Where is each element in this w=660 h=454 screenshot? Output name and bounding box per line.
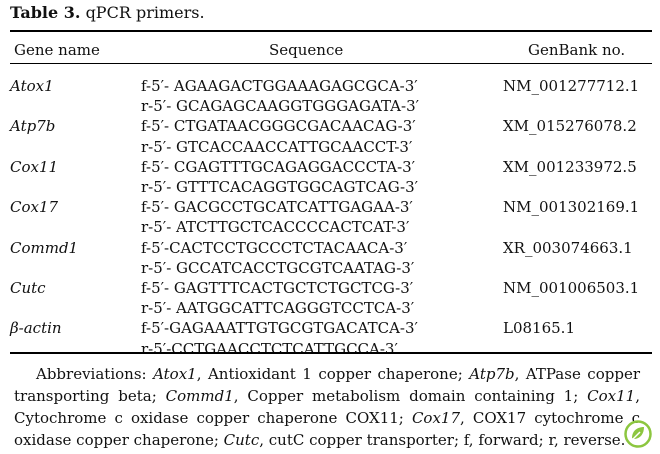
table-row: r-5′- GTCACCAACCATTGCAACCT-3′ xyxy=(10,137,653,157)
table-row: β-actin f-5′-GAGAAATTGTGCGTGACATCA-3′ L081… xyxy=(10,318,653,338)
abbr-term: Atp7b xyxy=(469,365,515,383)
reverse-primer: r-5′- ATCTTGCTCACCCCACTCAT-3′ xyxy=(141,218,410,237)
header-rule xyxy=(10,63,652,64)
empty-cell xyxy=(503,258,653,278)
table-row: r-5′- GCCATCACCTGCGTCAATAG-3′ xyxy=(10,258,653,278)
forward-primer: f-5′- CTGATAACGGGCGACAACAG-3′ xyxy=(141,117,416,136)
abbr-term: Commd1 xyxy=(165,387,234,405)
empty-cell xyxy=(10,217,141,237)
forward-primer: f-5′-GAGAAATTGTGCGTGACATCA-3′ xyxy=(141,319,418,338)
empty-cell xyxy=(10,177,141,197)
abbr-text: , Antioxidant 1 copper chaperone; xyxy=(196,365,470,383)
reverse-primer: r-5′- GTCACCAACCATTGCAACCT-3′ xyxy=(141,137,413,156)
genbank-number: NM_001302169.1 xyxy=(503,198,640,217)
abbreviations-note: Abbreviations: Atox1, Antioxidant 1 copp… xyxy=(14,363,640,451)
genbank-number: NM_001006503.1 xyxy=(503,279,640,298)
empty-cell xyxy=(503,339,653,359)
table-row: r-5′- AATGGCATTCAGGGTCCTCA-3′ xyxy=(10,298,653,318)
table-row: Commd1 f-5′-CACTCCTGCCCTCTACAACA-3′ XR_003… xyxy=(10,238,653,258)
table-title: qPCR primers. xyxy=(85,3,205,22)
table-caption: Table 3. qPCR primers. xyxy=(10,3,205,22)
header-sequence: Sequence xyxy=(269,41,344,59)
table-row: Atp7b f-5′- CTGATAACGGGCGACAACAG-3′ XM_015… xyxy=(10,116,653,136)
empty-cell xyxy=(503,137,653,157)
forward-primer: f-5′- AGAAGACTGGAAAGAGCGCA-3′ xyxy=(141,77,418,95)
gene-name: Cutc xyxy=(10,279,46,298)
gene-name: Commd1 xyxy=(10,238,79,257)
genbank-number: NM_001277712.1 xyxy=(503,77,640,95)
gene-name: Cox17 xyxy=(10,198,59,217)
abbr-text: , COX17 cytochrome c oxidase copper chap… xyxy=(14,409,640,449)
empty-cell xyxy=(503,177,653,197)
table-row: Cox17 f-5′- GACGCCTGCATCATTGAGAA-3′ NM_001… xyxy=(10,197,653,217)
gene-name: Cox11 xyxy=(10,157,59,176)
empty-cell xyxy=(503,298,653,318)
table-row: Cox11 f-5′- CGAGTTTGCAGAGGACCCTA-3′ XM_001… xyxy=(10,157,653,177)
forward-primer: f-5′- GACGCCTGCATCATTGAGAA-3′ xyxy=(141,198,413,217)
forward-primer: f-5′-CACTCCTGCCCTCTACAACA-3′ xyxy=(141,238,408,257)
abbr-term: Cox17 xyxy=(411,409,460,427)
abbr-term: Cox11 xyxy=(587,387,636,405)
bottom-rule xyxy=(10,352,652,354)
empty-cell xyxy=(10,298,141,318)
reverse-primer: r-5′-CCTGAACCTCTCATTGCCA-3′ xyxy=(141,339,398,358)
header-gene-name: Gene name xyxy=(14,41,100,59)
gene-name: β-actin xyxy=(10,319,62,338)
table-row: r-5′-CCTGAACCTCTCATTGCCA-3′ xyxy=(10,339,653,359)
table-row: Atox1 f-5′- AGAAGACTGGAAAGAGCGCA-3′ NM_001… xyxy=(10,76,653,96)
empty-cell xyxy=(10,258,141,278)
top-rule xyxy=(10,30,652,32)
reverse-primer: r-5′- GCAGAGCAAGGTGGGAGATA-3′ xyxy=(141,97,420,116)
empty-cell xyxy=(10,96,141,116)
abbr-text: , ATPase copper transporting beta; xyxy=(14,365,640,405)
reverse-primer: r-5′- GTTTCACAGGTGGCAGTCAG-3′ xyxy=(141,178,419,197)
abbr-term: Cutc xyxy=(223,431,260,449)
forward-primer: f-5′- GAGTTTCACTGCTCTGCTCG-3′ xyxy=(141,279,414,298)
reverse-primer: r-5′- AATGGCATTCAGGGTCCTCA-3′ xyxy=(141,299,415,318)
empty-cell xyxy=(10,339,141,359)
gene-name: Atox1 xyxy=(10,77,54,95)
genbank-number: XM_015276078.2 xyxy=(503,117,637,136)
reverse-primer: r-5′- GCCATCACCTGCGTCAATAG-3′ xyxy=(141,258,415,277)
gene-name: Atp7b xyxy=(10,117,56,136)
table-row: r-5′- GCAGAGCAAGGTGGGAGATA-3′ xyxy=(10,96,653,116)
table-row: Cutc f-5′- GAGTTTCACTGCTCTGCTCG-3′ NM_0010… xyxy=(10,278,653,298)
abbr-text: , cutC copper transporter; f, forward; r… xyxy=(259,431,626,449)
empty-cell xyxy=(503,96,653,116)
forward-primer: f-5′- CGAGTTTGCAGAGGACCCTA-3′ xyxy=(141,157,416,176)
header-genbank: GenBank no. xyxy=(528,41,626,59)
empty-cell xyxy=(503,217,653,237)
leaf-badge-icon xyxy=(624,420,652,448)
genbank-number: XR_003074663.1 xyxy=(503,238,633,257)
table-row: r-5′- ATCTTGCTCACCCCACTCAT-3′ xyxy=(10,217,653,237)
table-row: r-5′- GTTTCACAGGTGGCAGTCAG-3′ xyxy=(10,177,653,197)
abbr-text: , Cytochrome c oxidase copper chaperone … xyxy=(14,387,640,427)
genbank-number: XM_001233972.5 xyxy=(503,157,637,176)
abbr-text: , Copper metabolism domain containing 1; xyxy=(233,387,588,405)
table-label: Table 3. xyxy=(10,3,81,22)
genbank-number: L08165.1 xyxy=(503,319,575,338)
abbr-term: Atox1 xyxy=(153,365,197,383)
empty-cell xyxy=(10,137,141,157)
abbr-text: Abbreviations: xyxy=(36,365,154,383)
primer-table: Atox1 f-5′- AGAAGACTGGAAAGAGCGCA-3′ NM_001… xyxy=(10,76,653,359)
